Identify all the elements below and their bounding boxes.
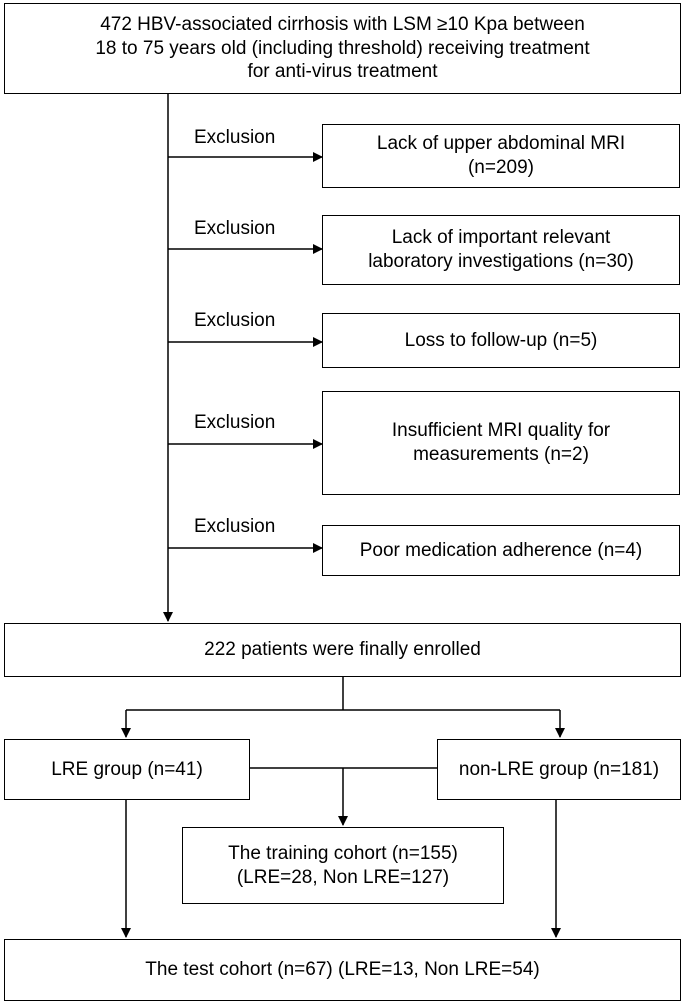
- exclusion-box-1-line1: Lack of upper abdominal MRI: [376, 133, 626, 155]
- training-cohort-line1: The training cohort (n=155): [228, 842, 458, 864]
- non-lre-group-text: non-LRE group (n=181): [458, 758, 660, 780]
- exclusion-label-4: Exclusion: [194, 412, 276, 433]
- training-cohort-box: The training cohort (n=155) (LRE=28, Non…: [182, 827, 504, 904]
- inclusion-box: 472 HBV-associated cirrhosis with LSM ≥1…: [4, 3, 681, 94]
- exclusion-box-4-line1: Insufficient MRI quality for: [391, 420, 611, 442]
- exclusion-box-4-line2: measurements (n=2): [413, 444, 589, 465]
- exclusion-label-5: Exclusion: [194, 516, 276, 537]
- exclusion-box-2: Lack of important relevant laboratory in…: [322, 215, 680, 285]
- test-cohort-text: The test cohort (n=67) (LRE=13, Non LRE=…: [145, 959, 540, 981]
- exclusion-box-1-line2: (n=209): [467, 157, 535, 178]
- test-cohort-box: The test cohort (n=67) (LRE=13, Non LRE=…: [4, 939, 681, 1001]
- enrolled-box: 222 patients were finally enrolled: [4, 623, 681, 677]
- inclusion-text-line1: 472 HBV-associated cirrhosis with LSM ≥1…: [100, 13, 585, 35]
- exclusion-box-5: Poor medication adherence (n=4): [322, 525, 680, 576]
- exclusion-box-1: Lack of upper abdominal MRI (n=209): [322, 124, 680, 188]
- inclusion-text-line3: for anti-virus treatment: [247, 61, 438, 83]
- enrolled-text: 222 patients were finally enrolled: [204, 639, 481, 661]
- lre-group-text: LRE group (n=41): [51, 758, 203, 780]
- non-lre-group-box: non-LRE group (n=181): [437, 739, 681, 800]
- exclusion-box-3: Loss to follow-up (n=5): [322, 313, 680, 368]
- lre-group-box: LRE group (n=41): [4, 739, 250, 800]
- exclusion-box-5-line1: Poor medication adherence (n=4): [359, 539, 643, 561]
- exclusion-box-2-line1: Lack of important relevant: [391, 227, 611, 249]
- inclusion-text-line2: 18 to 75 years old (including threshold)…: [95, 37, 590, 59]
- exclusion-box-3-line1: Loss to follow-up (n=5): [404, 329, 598, 351]
- exclusion-label-3: Exclusion: [194, 310, 276, 331]
- training-cohort-line2: (LRE=28, Non LRE=127): [236, 866, 450, 888]
- exclusion-box-2-line2: laboratory investigations (n=30): [368, 251, 634, 272]
- exclusion-box-4: Insufficient MRI quality for measurement…: [322, 391, 680, 495]
- exclusion-label-2: Exclusion: [194, 218, 276, 239]
- exclusion-label-1: Exclusion: [194, 127, 276, 148]
